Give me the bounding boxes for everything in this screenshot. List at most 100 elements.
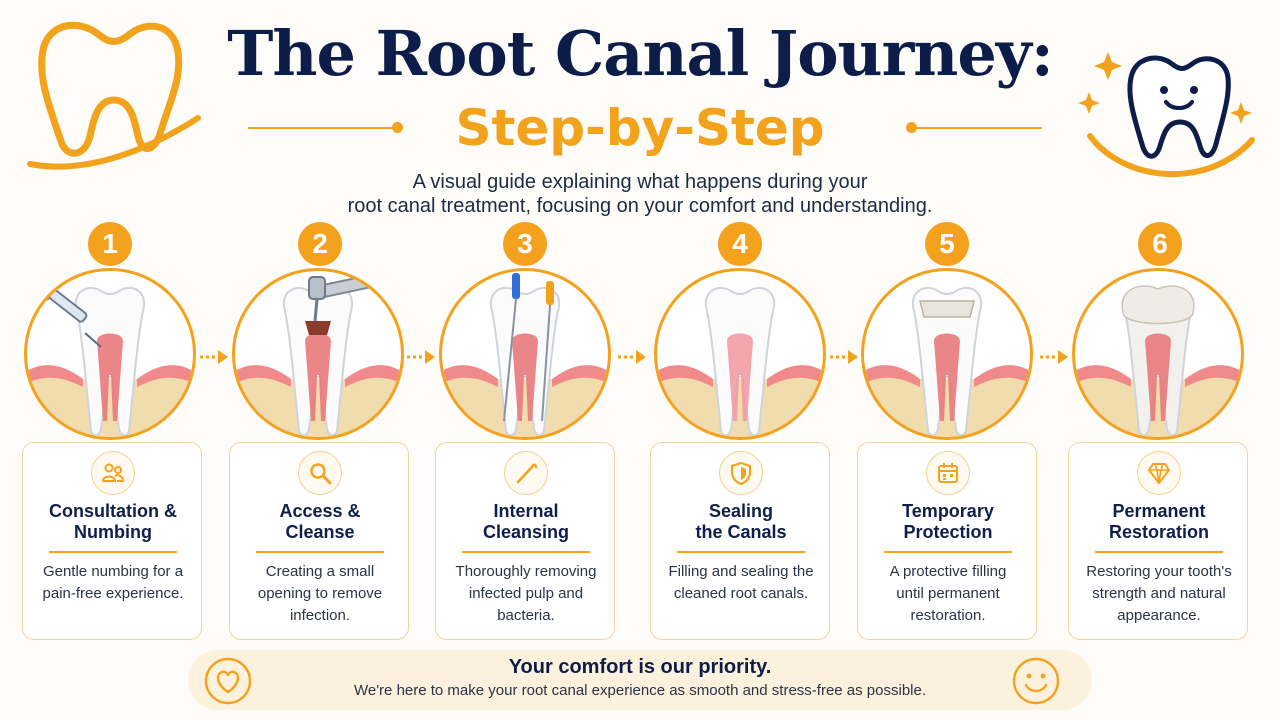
- step-description: A protective filling until permanent resto…: [862, 561, 1034, 627]
- step-desc-line: infection.: [289, 607, 351, 624]
- subtitle-rule-left: [248, 127, 398, 129]
- step-desc-line: A protective filling: [889, 563, 1007, 580]
- step-desc-line: pain-free experience.: [42, 585, 184, 602]
- step-desc-line: Creating a small: [265, 563, 375, 580]
- step-desc-line: bacteria.: [497, 607, 555, 624]
- step-number-2: 2: [298, 222, 342, 266]
- step-title: Consultation &Numbing: [27, 501, 199, 543]
- step-number-3: 3: [503, 222, 547, 266]
- step-title-line: Consultation &: [49, 501, 177, 521]
- step-number-6: 6: [1138, 222, 1182, 266]
- step-desc-line: appearance.: [1117, 607, 1201, 624]
- smiling-tooth-icon: [1078, 52, 1255, 178]
- intro-line-2: root canal treatment, focusing on your c…: [347, 195, 933, 217]
- step-illustration-crown-restoration: [1072, 268, 1244, 440]
- step-title-underline: [677, 551, 805, 553]
- step-title-line: Permanent: [1112, 501, 1206, 521]
- step-desc-line: Gentle numbing for a: [42, 563, 184, 580]
- heart-icon: [204, 657, 252, 705]
- tooth-cross-section: [864, 286, 1030, 437]
- step-card-1: Consultation &Numbing Gentle numbing for…: [22, 442, 202, 640]
- page-subtitle: Step-by-Step: [455, 99, 825, 157]
- step-title-underline: [49, 551, 177, 553]
- subtitle-dot-left: [392, 122, 403, 133]
- banner-text: We're here to make your root canal exper…: [353, 682, 927, 699]
- step-title-underline: [884, 551, 1012, 553]
- step-title-underline: [1095, 551, 1223, 553]
- step-desc-line: Filling and sealing the: [668, 563, 814, 580]
- step-desc-line: opening to remove: [257, 585, 383, 602]
- step-title-line: Sealing: [708, 501, 774, 521]
- step-desc-line: [27, 605, 199, 627]
- syringe-icon: [31, 285, 102, 348]
- intro-text: A visual guide explaining what happens d…: [0, 170, 1280, 218]
- step-arrow-2: [407, 350, 435, 364]
- step-title-line: Cleansing: [482, 522, 570, 542]
- dental-file-icon: [504, 451, 548, 495]
- step-description: Filling and sealing the cleaned root cana…: [655, 561, 827, 627]
- step-number-4: 4: [718, 222, 762, 266]
- step-number-5: 5: [925, 222, 969, 266]
- tooth-cross-section: [235, 286, 401, 437]
- step-desc-line: [655, 605, 827, 627]
- step-desc-line: infected pulp and: [468, 585, 584, 602]
- subtitle-rule-right: [912, 127, 1042, 129]
- step-arrow-3: [618, 350, 646, 364]
- shield-icon: [719, 451, 763, 495]
- step-title-line: Temporary: [902, 501, 994, 521]
- tooth-cross-section: [657, 286, 823, 437]
- drill-icon: [308, 271, 388, 322]
- step-desc-line: Restoring your tooth's: [1086, 563, 1232, 580]
- step-title-line: the Canals: [695, 522, 787, 542]
- banner-title: Your comfort is our priority.: [508, 656, 772, 678]
- step-desc-line: cleaned root canals.: [673, 585, 809, 602]
- step-card-2: Access &Cleanse Creating a small opening …: [229, 442, 409, 640]
- calendar-icon: [926, 451, 970, 495]
- tooth-cross-section: [442, 286, 608, 437]
- step-title-line: Numbing: [74, 522, 152, 542]
- step-number-1: 1: [88, 222, 132, 266]
- step-title-line: Access &: [279, 501, 361, 521]
- step-title-line: Internal: [493, 501, 559, 521]
- diamond-icon: [1137, 451, 1181, 495]
- step-title-line: Cleanse: [285, 522, 355, 542]
- step-title-line: Restoration: [1108, 522, 1209, 542]
- step-desc-line: restoration.: [910, 607, 986, 624]
- intro-line-1: A visual guide explaining what happens d…: [412, 171, 868, 193]
- step-desc-line: strength and natural: [1092, 585, 1226, 602]
- step-desc-line: Thoroughly removing: [455, 563, 597, 580]
- step-illustration-sealed-canals: [654, 268, 826, 440]
- step-desc-line: until permanent: [896, 585, 1000, 602]
- tooth-cross-section: [27, 286, 193, 437]
- step-description: Thoroughly removing infected pulp and bact…: [440, 561, 612, 627]
- comfort-banner: Your comfort is our priority. We're here…: [188, 650, 1092, 710]
- smiley-icon: [1012, 657, 1060, 705]
- tooth-outline-logo-icon: [27, 21, 201, 170]
- step-title-underline: [462, 551, 590, 553]
- step-description: Gentle numbing for a pain-free experience…: [27, 561, 199, 627]
- step-illustration-temporary-filling: [861, 268, 1033, 440]
- page-title: The Root Canal Journey:: [227, 17, 1053, 90]
- step-description: Restoring your tooth's strength and natur…: [1073, 561, 1245, 627]
- step-arrow-1: [200, 350, 228, 364]
- step-arrow-5: [1040, 350, 1068, 364]
- step-illustration-syringe-numbing: [24, 268, 196, 440]
- people-icon: [91, 451, 135, 495]
- step-arrow-4: [830, 350, 858, 364]
- step-title-line: Protection: [903, 522, 993, 542]
- step-title-underline: [256, 551, 384, 553]
- step-description: Creating a small opening to remove infecti…: [234, 561, 406, 627]
- tooth-cross-section: [1075, 285, 1241, 437]
- endodontic-files-icon: [503, 273, 554, 422]
- step-title: Access &Cleanse: [234, 501, 406, 543]
- step-illustration-files-cleaning: [439, 268, 611, 440]
- subtitle-dot-right: [906, 122, 917, 133]
